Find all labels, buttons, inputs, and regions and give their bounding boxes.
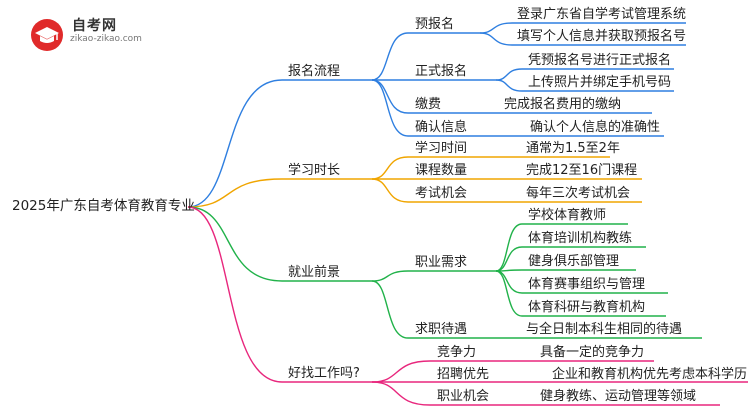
connector-branch-node — [371, 270, 409, 282]
connector-node-leaf — [479, 32, 513, 46]
node-exam-chances: 考试机会 — [415, 186, 468, 201]
connector-node-leaf — [495, 246, 523, 272]
connector-node-leaf — [495, 79, 523, 92]
branch-registration: 报名流程 — [288, 64, 341, 79]
root-topic: 2025年广东自考体育教育专业 — [12, 198, 195, 214]
logo-url: zikao-zikao.com — [70, 34, 142, 44]
leaf: 体育赛事组织与管理 — [528, 277, 646, 292]
branch-career-prospects: 就业前景 — [288, 265, 341, 280]
connector-branch-node — [371, 360, 431, 383]
connector-branch-node — [371, 280, 409, 339]
connector-node-leaf — [495, 270, 523, 294]
connector-node-leaf — [495, 223, 523, 272]
connector-branch-node — [371, 79, 409, 114]
node-pre-registration: 预报名 — [415, 17, 455, 32]
connector-root-branch — [187, 178, 283, 208]
branch-study-duration: 学习时长 — [288, 163, 341, 178]
leaf: 体育培训机构教练 — [528, 231, 633, 246]
leaf: 学校体育教师 — [528, 208, 607, 223]
node-confirm-info: 确认信息 — [415, 120, 468, 135]
leaf: 体育科研与教育机构 — [528, 300, 646, 315]
connector-node-leaf — [495, 270, 523, 317]
leaf: 登录广东省自学考试管理系统 — [517, 7, 687, 22]
leaf: 企业和教育机构优先考虑本科学历 — [552, 367, 748, 382]
leaf: 每年三次考试机会 — [526, 186, 631, 201]
leaf: 通常为1.5至2年 — [526, 141, 620, 156]
node-job-demand: 职业需求 — [415, 255, 468, 270]
connector-branch-node — [371, 178, 409, 203]
node-competitiveness: 竞争力 — [437, 345, 477, 360]
connector-node-leaf — [479, 22, 513, 34]
leaf: 健身教练、运动管理等领域 — [540, 389, 697, 404]
connector-root-branch — [187, 79, 283, 208]
leaf: 与全日制本科生相同的待遇 — [526, 322, 683, 337]
leaf: 填写个人信息并获取预报名号 — [517, 29, 687, 44]
connector-root-branch — [187, 206, 283, 383]
connector-root-branch — [187, 206, 283, 282]
connector-branch-node — [371, 79, 409, 137]
leaf: 确认个人信息的准确性 — [530, 120, 661, 135]
connector-node-leaf — [495, 68, 523, 81]
node-course-count: 课程数量 — [415, 163, 468, 178]
node-hiring-priority: 招聘优先 — [437, 367, 490, 382]
connector-branch-node — [371, 381, 431, 406]
leaf: 健身俱乐部管理 — [528, 254, 620, 269]
leaf: 完成12至16门课程 — [526, 163, 638, 178]
site-logo: 自考网 zikao-zikao.com — [30, 12, 170, 52]
connector-branch-node — [371, 32, 409, 81]
leaf: 完成报名费用的缴纳 — [504, 97, 622, 112]
logo-title: 自考网 — [72, 18, 117, 34]
leaf: 具备一定的竞争力 — [540, 345, 645, 360]
leaf: 凭预报名号进行正式报名 — [528, 53, 672, 68]
branch-easy-to-find-job: 好找工作吗? — [288, 366, 360, 381]
connector-branch-node — [371, 156, 409, 180]
node-salary: 求职待遇 — [415, 322, 468, 337]
graduation-cap-icon — [31, 19, 63, 51]
node-study-time: 学习时间 — [415, 141, 468, 156]
node-formal-registration: 正式报名 — [415, 64, 468, 79]
leaf: 上传照片并绑定手机号码 — [528, 75, 672, 90]
node-payment: 缴费 — [415, 97, 442, 112]
node-career-opportunities: 职业机会 — [437, 389, 490, 404]
